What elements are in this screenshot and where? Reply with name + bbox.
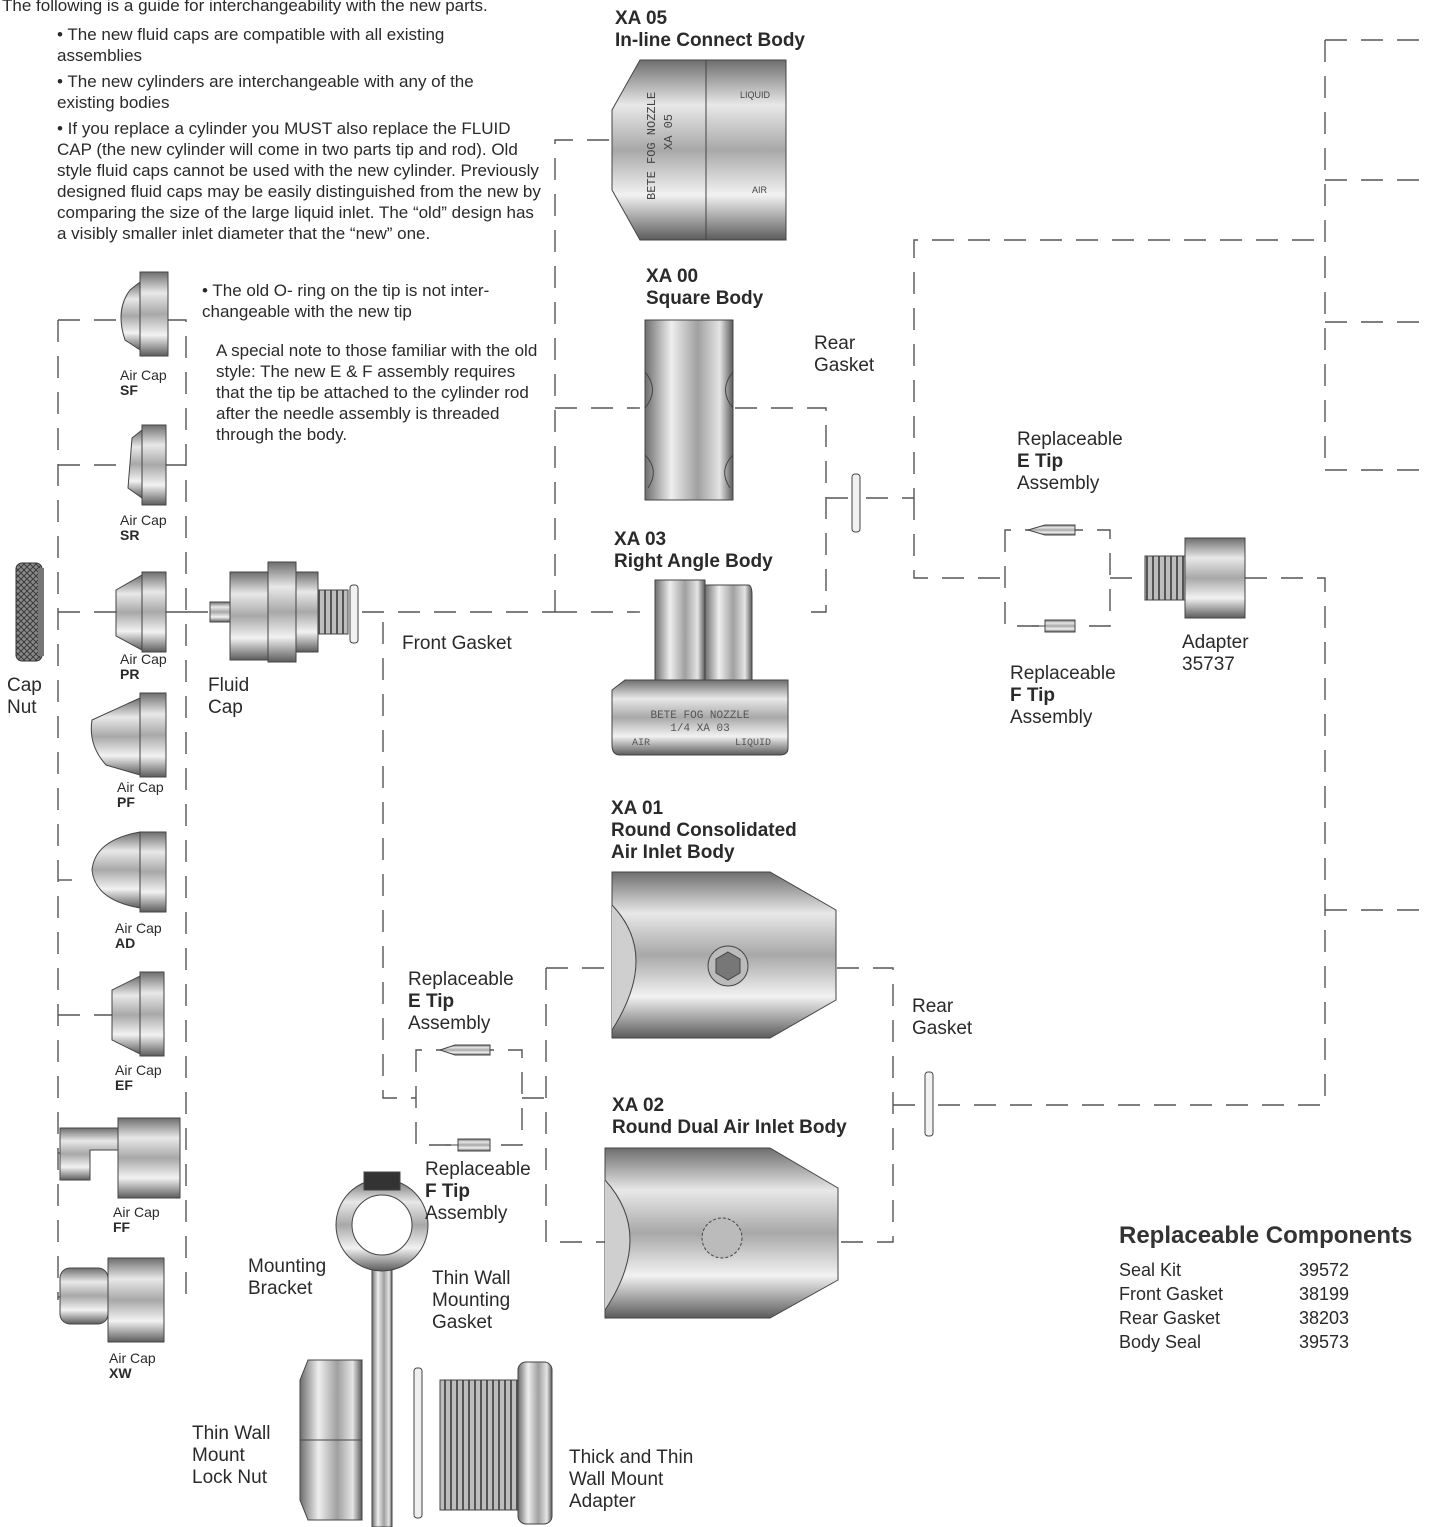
xa05-stamp-liquid: LIQUID <box>740 90 771 100</box>
intro-bullet-1: • The new fluid caps are compatible with… <box>57 24 527 66</box>
air-cap-ff-part <box>60 1118 180 1198</box>
lock-nut-part <box>300 1360 362 1520</box>
intro-bullet-2: • The new cylinders are interchangeable … <box>57 71 527 113</box>
cap-nut-part <box>16 563 44 661</box>
xa03-stamp-1: BETE FOG NOZZLE <box>650 710 749 722</box>
e-tip-right-part <box>1028 525 1075 535</box>
air-cap-xw-part <box>60 1258 164 1342</box>
xa00-body-part <box>645 320 733 500</box>
thin-wall-gasket-part <box>414 1368 422 1518</box>
air-cap-sr-part <box>128 425 166 505</box>
xa03-stamp-2: 1/4 XA 03 <box>670 723 729 735</box>
components-title: Replaceable Components <box>1119 1222 1412 1250</box>
fluid-cap-part <box>210 562 348 662</box>
intro-note: A special note to those familiar with th… <box>216 340 546 445</box>
intro-bullet-3: • If you replace a cylinder you MUST als… <box>57 118 545 244</box>
rear-gasket-bottom-part <box>925 1072 933 1136</box>
xa01-body-part <box>612 872 836 1038</box>
xa03-stamp-air: AIR <box>632 738 650 749</box>
front-gasket-label: Front Gasket <box>402 633 512 655</box>
mount-adapter-part <box>440 1362 552 1524</box>
air-cap-sf-part <box>121 272 168 356</box>
xa05-stamp-air: AIR <box>752 185 768 195</box>
intro-bullet-4: • The old O- ring on the tip is not inte… <box>202 280 532 322</box>
rear-gasket-top-part <box>852 474 860 532</box>
air-cap-ad-part <box>92 832 166 912</box>
f-tip-right-part <box>1032 620 1075 632</box>
xa03-body-part: BETE FOG NOZZLE 1/4 XA 03 AIR LIQUID <box>612 580 788 755</box>
air-cap-ef-part <box>112 972 164 1056</box>
xa02-body-part <box>605 1148 838 1318</box>
adapter-35737-part <box>1145 538 1245 618</box>
air-cap-pr-part <box>116 572 166 652</box>
xa05-stamp-2: XA 05 <box>662 114 676 150</box>
f-tip-left-part <box>445 1139 490 1151</box>
xa03-stamp-liquid: LIQUID <box>735 738 771 749</box>
xa05-stamp-1: BETE FOG NOZZLE <box>645 92 659 200</box>
e-tip-left-part <box>440 1045 490 1055</box>
front-gasket-part <box>350 585 358 643</box>
air-cap-pf-part <box>91 693 166 777</box>
intro-lead: The following is a guide for interchange… <box>2 0 488 16</box>
xa05-body-part: BETE FOG NOZZLE XA 05 LIQUID AIR <box>612 60 786 240</box>
